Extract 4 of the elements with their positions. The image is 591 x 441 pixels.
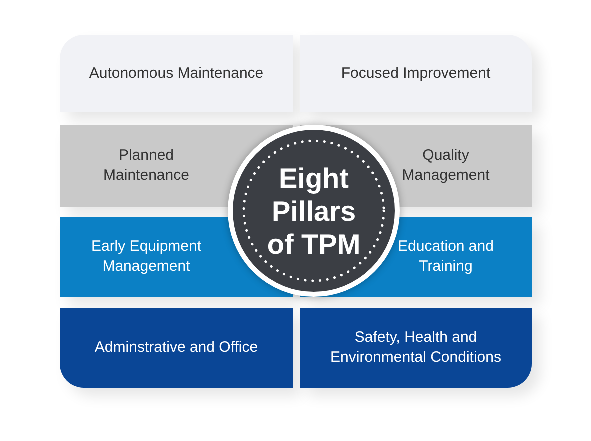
pillar-box: Focused Improvement [300, 35, 532, 112]
pillar-box: Autonomous Maintenance [60, 35, 293, 112]
pillar-box: Safety, Health and Environmental Conditions [300, 308, 532, 388]
pillar-box: Adminstrative and Office [60, 308, 293, 388]
